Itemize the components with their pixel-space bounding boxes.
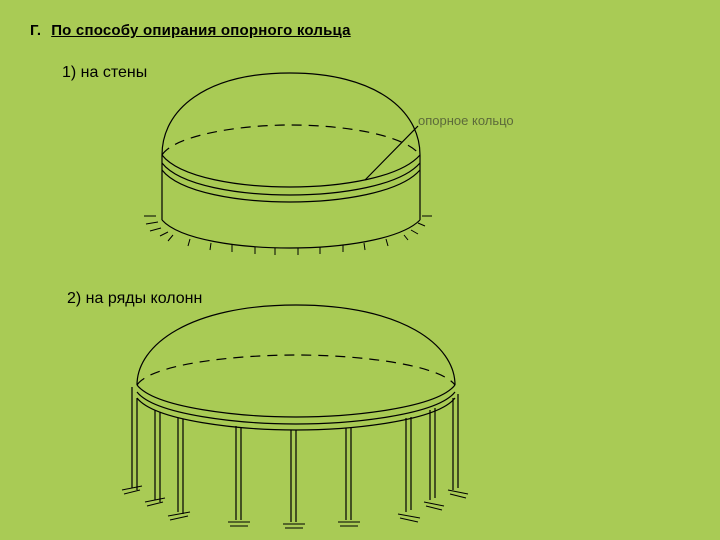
ring-hidden-back	[136, 354, 456, 386]
ground-hatching	[144, 215, 432, 255]
dome-arc	[161, 72, 421, 156]
case-walls-label: 1) на стены	[62, 64, 148, 81]
support-ring	[161, 154, 421, 203]
wall-sides	[161, 155, 421, 220]
title-text: По способу опирания опорного кольца	[51, 22, 351, 39]
slide-title: Г. По способу опирания опорного кольца	[30, 22, 351, 39]
dome-on-walls	[144, 72, 432, 255]
support-ring	[136, 384, 456, 431]
dome-arc	[136, 304, 456, 386]
title-letter: Г.	[30, 22, 42, 39]
dome-on-columns	[121, 304, 469, 529]
ring-leader-line	[364, 125, 419, 181]
ring-hidden-back	[161, 124, 421, 156]
case-columns-label: 2) на ряды колонн	[67, 290, 203, 307]
column-footings	[121, 485, 469, 529]
support-ring-caption: опорное кольцо	[418, 113, 514, 128]
wall-base	[161, 219, 421, 249]
columns	[131, 387, 459, 522]
